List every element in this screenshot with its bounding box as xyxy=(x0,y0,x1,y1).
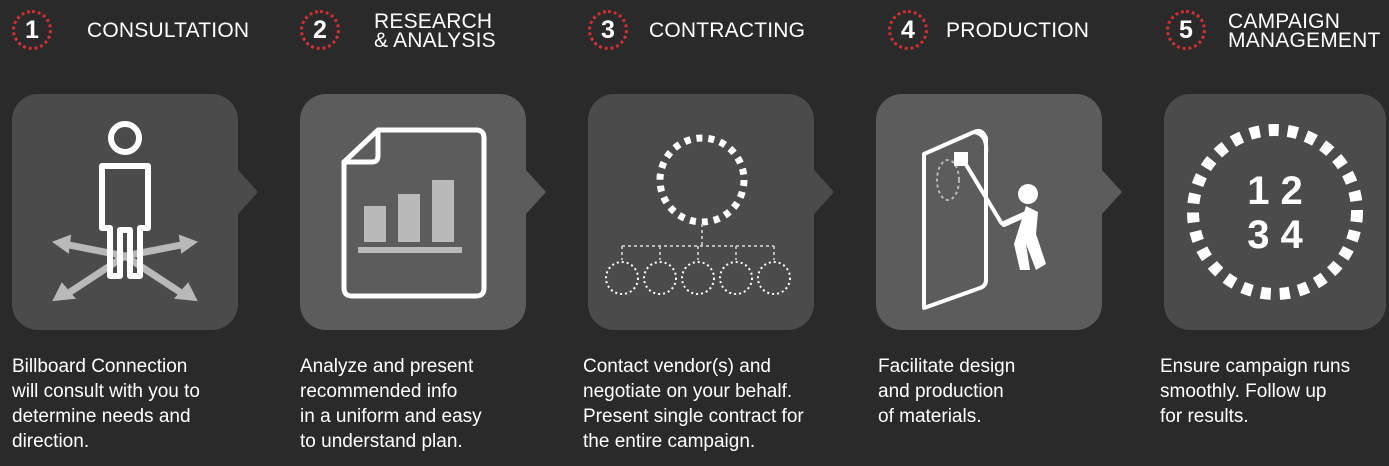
step-card xyxy=(588,94,814,330)
step-production: 4 PRODUCTION Facilitate design and produ… xyxy=(864,0,1142,466)
step-header: 4 PRODUCTION xyxy=(864,2,1142,62)
vendor-network-icon xyxy=(605,134,791,295)
step-header: 1 CONSULTATION xyxy=(0,2,278,62)
bar-chart-document-icon xyxy=(341,127,487,299)
step-consultation: 1 CONSULTATION Billboard Connection will… xyxy=(0,0,278,466)
step-header: 3 CONTRACTING xyxy=(576,2,854,62)
step-number-badge: 1 xyxy=(12,10,52,50)
campaign-cycle-icon: 1 2 3 4 xyxy=(1187,124,1363,300)
step-description: Billboard Connection will consult with y… xyxy=(12,356,200,452)
step-title: CONSULTATION xyxy=(87,19,250,42)
step-description: Facilitate design and production of mate… xyxy=(878,356,1016,427)
cycle-number-row-1: 1 2 xyxy=(1247,169,1303,213)
step-connector-arrow xyxy=(1102,170,1122,214)
step-title: PRODUCTION xyxy=(946,19,1090,42)
step-number-badge: 3 xyxy=(588,10,628,50)
step-description: Analyze and present recommended info in … xyxy=(300,356,482,452)
step-number-badge: 4 xyxy=(888,10,928,50)
step-number-badge: 5 xyxy=(1166,10,1206,50)
step-title: CONTRACTING xyxy=(649,19,806,42)
step-card xyxy=(12,94,238,330)
step-contracting: 3 CONTRACTING Contact vendor( xyxy=(576,0,854,466)
cycle-number-row-2: 3 4 xyxy=(1247,213,1303,257)
step-header: 2 RESEARCH & ANALYSIS xyxy=(288,2,566,62)
step-connector-arrow xyxy=(238,170,258,214)
step-connector-arrow xyxy=(526,170,546,214)
step-card xyxy=(300,94,526,330)
step-card: 1 2 3 4 xyxy=(1164,94,1386,330)
billboard-posting-icon xyxy=(922,128,1046,310)
step-connector-arrow xyxy=(814,170,834,214)
step-header: 5 CAMPAIGN MANAGEMENT xyxy=(1152,2,1389,62)
step-description: Contact vendor(s) and negotiate on your … xyxy=(583,356,804,452)
step-title: RESEARCH & ANALYSIS xyxy=(374,10,496,52)
step-number-badge: 2 xyxy=(300,10,340,50)
step-card xyxy=(876,94,1102,330)
step-description: Ensure campaign runs smoothly. Follow up… xyxy=(1160,356,1351,427)
person-crossroads-icon xyxy=(51,121,199,302)
step-title: CAMPAIGN MANAGEMENT xyxy=(1228,10,1381,52)
step-research-analysis: 2 RESEARCH & ANALYSIS Analyze and presen… xyxy=(288,0,566,466)
step-campaign-management: 5 CAMPAIGN MANAGEMENT 1 2 3 4 Ensure cam… xyxy=(1152,0,1389,466)
